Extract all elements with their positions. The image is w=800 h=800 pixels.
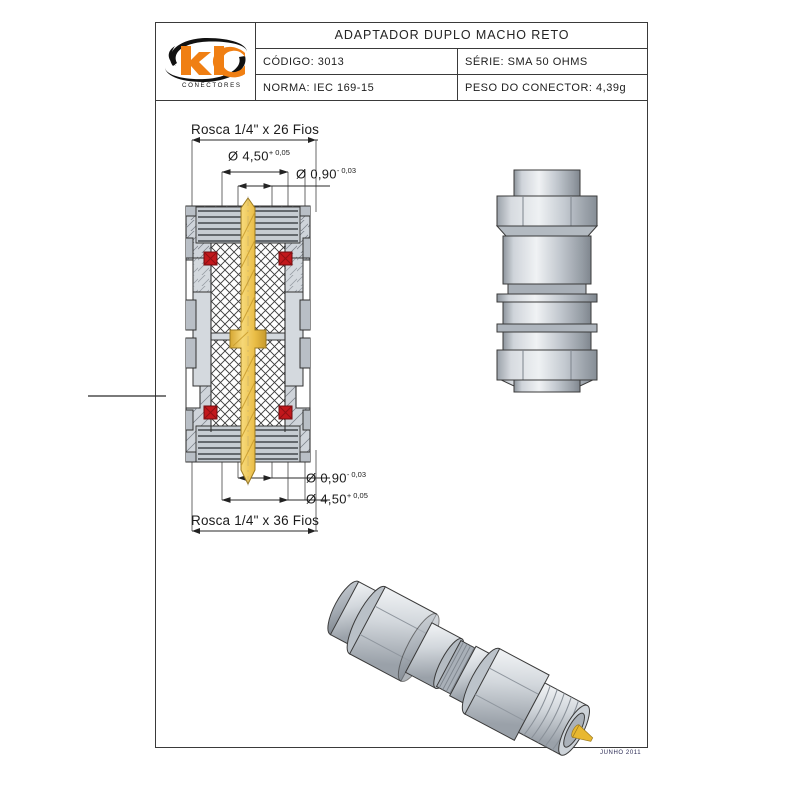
drawing-title-cell: ADAPTADOR DUPLO MACHO RETO: [256, 22, 648, 49]
dim-bottom-outer: Ø 4,50+ 0,05: [306, 491, 368, 506]
dim-bottom-outer-value: Ø 4,50: [306, 491, 347, 507]
date-stamp: JUNHO 2011: [600, 750, 642, 756]
title-block: CONECTORES ADAPTADOR DUPLO MACHO RETO CÓ…: [155, 22, 648, 101]
dim-top-inner: Ø 0,90- 0,03: [296, 166, 356, 181]
dim-top-inner-tol: - 0,03: [336, 166, 357, 175]
dim-bottom-inner-value: Ø 0,90: [306, 470, 347, 486]
serie-cell: SÉRIE: SMA 50 OHMS: [458, 49, 648, 75]
logo-tagline: CONECTORES: [182, 82, 242, 89]
rosca-bottom-label: Rosca 1/4" x 36 Fios: [191, 513, 320, 528]
dim-top-outer-tol: + 0,05: [268, 148, 290, 157]
peso-cell: PESO DO CONECTOR: 4,39g: [458, 75, 648, 101]
dim-top-outer-value: Ø 4,50: [228, 148, 269, 164]
norma-cell: NORMA: IEC 169-15: [256, 75, 458, 101]
codigo-cell: CÓDIGO: 3013: [256, 49, 458, 75]
dim-bottom-outer-tol: + 0,05: [346, 491, 368, 500]
logo-cell: CONECTORES: [155, 22, 256, 101]
dim-top-inner-value: Ø 0,90: [296, 166, 337, 182]
klc-logo: CONECTORES: [159, 30, 252, 92]
dim-top-outer: Ø 4,50+ 0,05: [228, 148, 290, 163]
dim-bottom-inner: Ø 0,90- 0,03: [306, 470, 366, 485]
klc-logo-icon: CONECTORES: [165, 38, 247, 89]
dim-bottom-inner-tol: - 0,03: [346, 470, 367, 479]
rosca-top-label: Rosca 1/4" x 26 Fios: [191, 122, 320, 137]
drawing-title: ADAPTADOR DUPLO MACHO RETO: [334, 28, 570, 42]
